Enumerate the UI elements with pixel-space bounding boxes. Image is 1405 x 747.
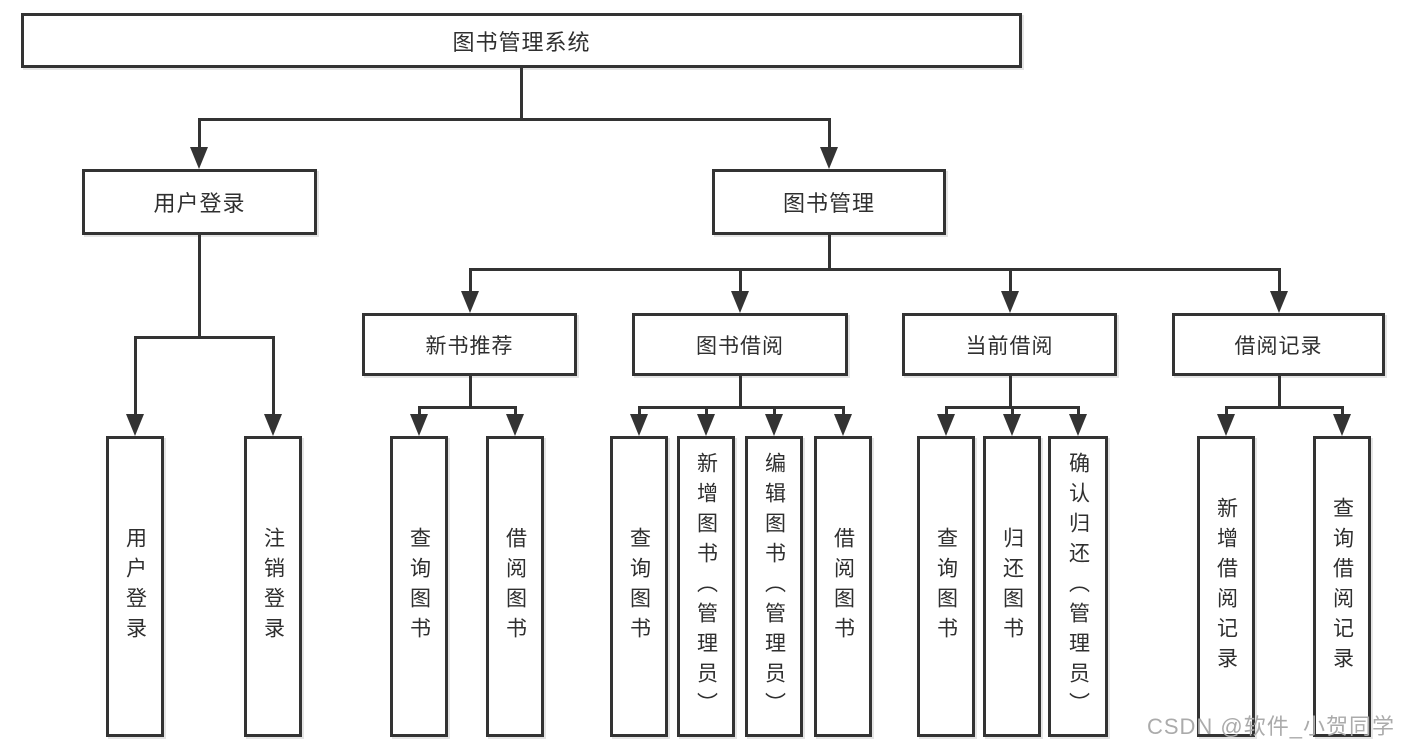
node-logout: 注销登录 [244,436,302,737]
node-new-book-recommendation: 新书推荐 [362,313,577,376]
node-borrow-books-borrowing: 借阅图书 [814,436,872,737]
connector-line [197,118,201,150]
arrowhead-down-icon [630,414,648,436]
connector-line [417,406,421,418]
arrowhead-down-icon [126,414,144,436]
arrowhead-down-icon [506,414,524,436]
arrowhead-down-icon [264,414,282,436]
arrowhead-down-icon [1270,291,1288,313]
node-borrow-books-recommend: 借阅图书 [486,436,544,737]
connector-line [133,336,137,418]
node-query-borrow-record: 查询借阅记录 [1313,436,1371,737]
watermark: CSDN @软件_小贺同学 [1146,714,1395,739]
arrowhead-down-icon [461,291,479,313]
connector-line [827,235,831,271]
arrowhead-down-icon [1217,414,1235,436]
connector-line [738,376,742,408]
node-current-borrowing: 当前借阅 [902,313,1117,376]
connector-line [1340,406,1344,418]
node-library-management-system: 图书管理系统 [21,13,1022,68]
connector-line [704,406,708,418]
connector-line [1277,268,1281,294]
node-user-login-group: 用户登录 [82,169,317,235]
connector-line [1008,376,1012,408]
connector-line [417,406,517,409]
node-book-borrowing: 图书借阅 [632,313,848,376]
connector-line [1076,406,1080,418]
node-user-login: 用户登录 [106,436,164,737]
connector-line [519,68,523,118]
connector-line [637,406,641,418]
node-query-books-borrowing: 查询图书 [610,436,668,737]
connector-line [513,406,517,418]
connector-line [637,406,845,409]
connector-line [944,406,948,418]
node-confirm-return-admin: 确认归还（管理员） [1048,436,1108,737]
arrowhead-down-icon [1003,414,1021,436]
node-add-books-admin: 新增图书（管理员） [677,436,735,737]
arrowhead-down-icon [834,414,852,436]
connector-line [468,376,472,408]
connector-line [1277,376,1281,408]
connector-line [738,268,742,294]
connector-line [271,336,275,418]
node-add-borrow-record: 新增借阅记录 [1197,436,1255,737]
arrowhead-down-icon [820,147,838,169]
arrowhead-down-icon [697,414,715,436]
connector-line [197,235,201,338]
arrowhead-down-icon [410,414,428,436]
connector-line [772,406,776,418]
node-edit-books-admin: 编辑图书（管理员） [745,436,803,737]
connector-line [1224,406,1344,409]
connector-line [1224,406,1228,418]
arrowhead-down-icon [1069,414,1087,436]
arrowhead-down-icon [937,414,955,436]
node-borrowing-records: 借阅记录 [1172,313,1385,376]
node-return-books: 归还图书 [983,436,1041,737]
arrowhead-down-icon [731,291,749,313]
connector-line [468,268,1281,271]
connector-line [197,118,831,121]
node-query-books-current: 查询图书 [917,436,975,737]
connector-line [1010,406,1014,418]
arrowhead-down-icon [765,414,783,436]
arrowhead-down-icon [1001,291,1019,313]
connector-line [1008,268,1012,294]
connector-line [468,268,472,294]
connector-line [841,406,845,418]
arrowhead-down-icon [190,147,208,169]
connector-line [827,118,831,150]
arrowhead-down-icon [1333,414,1351,436]
node-query-books-recommend: 查询图书 [390,436,448,737]
node-book-management: 图书管理 [712,169,946,235]
connector-line [133,336,275,339]
